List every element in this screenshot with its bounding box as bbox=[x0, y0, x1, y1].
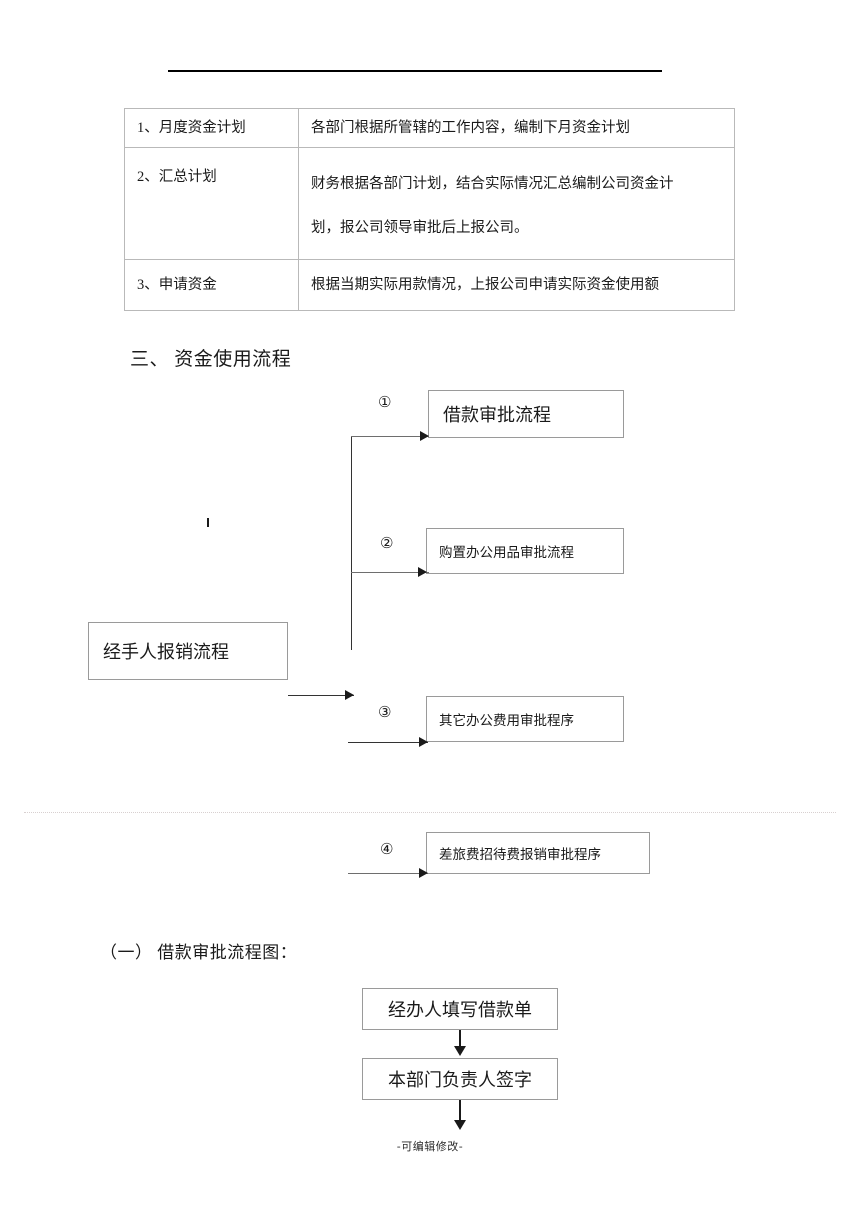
arrowhead-right-icon bbox=[419, 737, 428, 747]
flow-box-branch-1: 借款审批流程 bbox=[428, 390, 624, 438]
dotted-separator bbox=[24, 812, 836, 813]
table-cell-desc: 根据当期实际用款情况，上报公司申请实际资金使用额 bbox=[298, 259, 735, 311]
top-horizontal-rule bbox=[168, 70, 662, 72]
table-cell-label: 2、汇总计划 bbox=[124, 147, 299, 260]
flow-box-branch-2: 购置办公用品审批流程 bbox=[426, 528, 624, 574]
arrowhead-right-icon bbox=[419, 868, 428, 878]
connector-stub-arrow bbox=[288, 695, 354, 696]
flow-box-branch-3: 其它办公费用审批程序 bbox=[426, 696, 624, 742]
table-cell-desc: 各部门根据所管辖的工作内容，编制下月资金计划 bbox=[298, 108, 735, 148]
footer-note: -可编辑修改- bbox=[396, 1140, 464, 1153]
connector-arm-2 bbox=[351, 572, 429, 573]
funding-plan-table: 1、月度资金计划 各部门根据所管辖的工作内容，编制下月资金计划 2、汇总计划 财… bbox=[124, 108, 735, 311]
connector-down-2 bbox=[459, 1100, 461, 1122]
branch-marker-4: ④ bbox=[380, 840, 394, 858]
arrowhead-down-icon bbox=[454, 1120, 466, 1130]
table-cell-desc-line1: 财务根据各部门计划，结合实际情况汇总编制公司资金计 bbox=[311, 176, 674, 192]
table-cell-label: 1、月度资金计划 bbox=[124, 108, 299, 148]
table-row: 2、汇总计划 财务根据各部门计划，结合实际情况汇总编制公司资金计 划，报公司领导… bbox=[124, 147, 735, 260]
table-row: 1、月度资金计划 各部门根据所管辖的工作内容，编制下月资金计划 bbox=[124, 108, 735, 148]
arrowhead-right-icon bbox=[345, 690, 354, 700]
arrowhead-down-icon bbox=[454, 1046, 466, 1056]
connector-arm-1 bbox=[351, 436, 429, 437]
connector-arm-3 bbox=[348, 742, 428, 743]
table-row: 3、申请资金 根据当期实际用款情况，上报公司申请实际资金使用额 bbox=[124, 259, 735, 311]
branch-marker-1: ① bbox=[378, 393, 392, 411]
flow-box-branch-4: 差旅费招待费报销审批程序 bbox=[426, 832, 650, 874]
table-cell-desc: 财务根据各部门计划，结合实际情况汇总编制公司资金计 划，报公司领导审批后上报公司… bbox=[298, 147, 735, 260]
connector-trunk-vertical bbox=[351, 436, 352, 650]
branch-marker-3: ③ bbox=[378, 703, 392, 721]
loan-step-box-1: 经办人填写借款单 bbox=[362, 988, 558, 1030]
arrowhead-right-icon bbox=[418, 567, 427, 577]
loan-step-box-2: 本部门负责人签字 bbox=[362, 1058, 558, 1100]
table-cell-label: 3、申请资金 bbox=[124, 259, 299, 311]
connector-arm-4 bbox=[348, 873, 428, 874]
branch-marker-2: ② bbox=[380, 534, 394, 552]
connector-down-1 bbox=[459, 1030, 461, 1048]
stray-tick-mark bbox=[207, 518, 209, 527]
section-heading-loan-flowchart: （一） 借款审批流程图： bbox=[100, 943, 298, 962]
section-heading-funding-flow: 三、 资金使用流程 bbox=[130, 349, 292, 370]
table-cell-desc-line2: 划，报公司领导审批后上报公司。 bbox=[311, 220, 529, 236]
flow-box-origin: 经手人报销流程 bbox=[88, 622, 288, 680]
arrowhead-right-icon bbox=[420, 431, 429, 441]
